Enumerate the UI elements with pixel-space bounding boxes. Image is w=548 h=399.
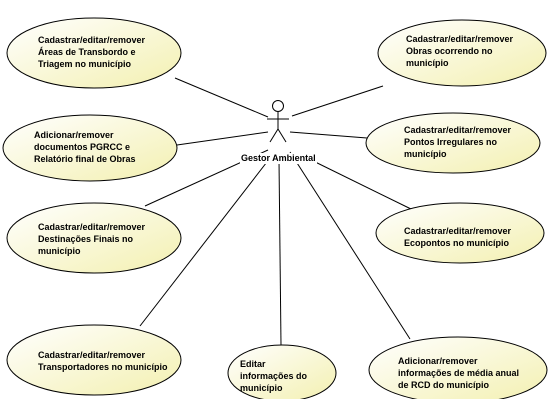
actor-figure[interactable] [267,100,289,143]
use-case-transportadores[interactable] [6,324,182,396]
association-lines [139,77,412,346]
association-line-documentos-pgrcc [176,131,269,146]
use-case-documentos-pgrcc[interactable] [2,114,178,182]
association-line-areas-transbordo [174,77,269,118]
use-case-ellipses [2,17,548,399]
association-line-editar-informacoes [278,159,282,346]
association-line-media-anual-rcd [289,151,411,340]
actor-left-leg [269,128,279,143]
association-line-transportadores [139,157,271,327]
use-case-areas-transbordo[interactable] [6,17,182,89]
actor-head [272,100,284,112]
use-case-media-anual-rcd[interactable] [368,336,548,399]
actor-right-leg [277,128,287,143]
actor-name: Gestor Ambiental [240,153,317,164]
use-case-obras[interactable] [377,19,547,87]
use-case-ecopontos[interactable] [375,202,545,264]
association-line-obras [291,85,384,117]
association-line-ecopontos [300,154,412,210]
use-case-pontos-irregulares[interactable] [365,112,541,174]
association-line-pontos-irregulares [289,131,368,139]
use-case-destinacoes-finais[interactable] [6,202,182,274]
use-case-editar-informacoes[interactable] [227,344,337,399]
